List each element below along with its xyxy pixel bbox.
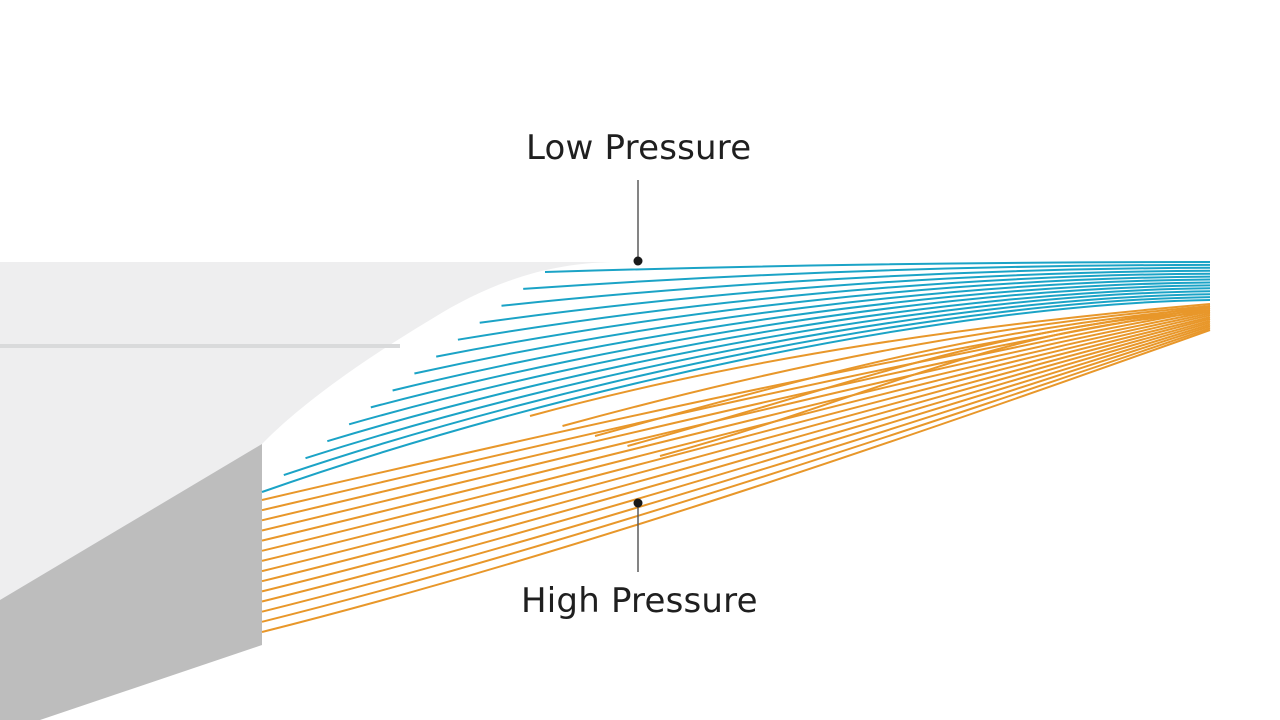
high-pressure-streamline xyxy=(261,310,1211,532)
high-pressure-label: High Pressure xyxy=(521,581,758,621)
low-pressure-streamline xyxy=(479,269,1211,324)
low-pressure-streamline xyxy=(523,263,1211,290)
low-pressure-marker xyxy=(633,256,643,266)
high-pressure-streamline xyxy=(261,314,1211,552)
high-pressure-streamline xyxy=(627,309,1211,447)
low-pressure-streamline xyxy=(283,296,1211,477)
low-pressure-streamline xyxy=(261,299,1211,493)
low-pressure-streamline xyxy=(501,266,1211,307)
low-pressure-streamline xyxy=(305,293,1211,460)
wing-divider-line xyxy=(0,344,400,348)
high-pressure-streamline xyxy=(261,316,1211,562)
low-pressure-streamlines xyxy=(261,261,1211,493)
high-pressure-streamline xyxy=(659,311,1211,457)
high-pressure-streamline xyxy=(594,307,1211,437)
high-pressure-streamlines xyxy=(261,303,1211,633)
high-pressure-streamline xyxy=(529,303,1211,417)
high-pressure-pointer xyxy=(633,498,643,572)
low-pressure-pointer xyxy=(633,180,643,266)
high-pressure-streamline xyxy=(261,329,1211,633)
low-pressure-streamline xyxy=(457,272,1211,341)
low-pressure-streamline xyxy=(327,290,1211,443)
high-pressure-streamline xyxy=(261,312,1211,542)
high-pressure-streamline xyxy=(261,323,1211,603)
high-pressure-streamline xyxy=(261,327,1211,623)
wing-leading-face xyxy=(0,444,262,720)
low-pressure-streamline xyxy=(436,275,1211,358)
high-pressure-streamline xyxy=(261,308,1211,522)
high-pressure-streamline xyxy=(261,321,1211,593)
high-pressure-streamline xyxy=(562,305,1211,427)
low-pressure-streamline xyxy=(414,278,1211,375)
low-pressure-streamline xyxy=(348,287,1211,426)
low-pressure-streamline xyxy=(370,284,1211,409)
low-pressure-streamline xyxy=(392,281,1211,392)
wing-surface xyxy=(0,262,620,720)
high-pressure-streamline xyxy=(261,319,1211,583)
high-pressure-streamline xyxy=(261,325,1211,613)
low-pressure-streamline xyxy=(544,261,1211,273)
high-pressure-marker xyxy=(633,498,643,508)
high-pressure-streamline xyxy=(261,317,1211,573)
low-pressure-label: Low Pressure xyxy=(526,128,752,168)
